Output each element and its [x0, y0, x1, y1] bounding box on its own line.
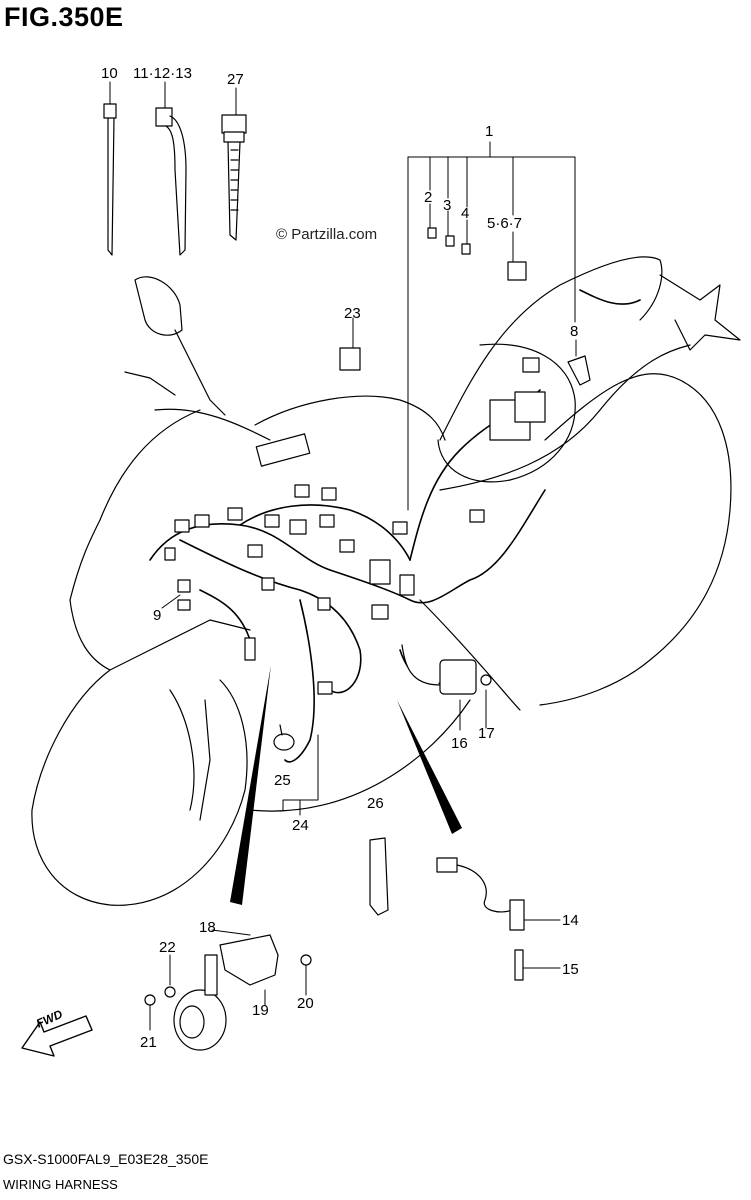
- callout-10: 10: [101, 65, 118, 82]
- callout-15: 15: [562, 961, 579, 978]
- callout-24: 24: [292, 817, 309, 834]
- callout-1: 1: [485, 123, 494, 140]
- horn-assembly: [144, 934, 312, 1051]
- fwd-arrow-shape: [21, 1015, 93, 1057]
- clamp-band-11-13: [155, 107, 187, 256]
- callout-21: 21: [140, 1034, 157, 1051]
- watermark-text: © Partzilla.com: [276, 226, 378, 243]
- regulator-16: [401, 644, 492, 695]
- callout-23: 23: [344, 305, 361, 322]
- callout-2: 2: [424, 189, 433, 206]
- callout-26: 26: [367, 795, 384, 812]
- pointer-horn: [230, 665, 271, 905]
- callout-5-6-7: 5·6·7: [487, 215, 523, 232]
- bracket-26: [369, 837, 389, 916]
- harness-connectors: [164, 357, 546, 695]
- callout-25: 25: [274, 772, 291, 789]
- callout-9: 9: [153, 607, 162, 624]
- callout-11-12-13: 11·12·13: [133, 65, 192, 82]
- callout-14: 14: [562, 912, 579, 929]
- grommet-25: [273, 724, 295, 751]
- callout-8: 8: [570, 323, 579, 340]
- callout-3: 3: [443, 197, 452, 214]
- callout-27: 27: [227, 71, 244, 88]
- clamp-27: [221, 114, 247, 241]
- callout-leaders: [109, 81, 577, 1031]
- motorcycle-outline: [31, 256, 741, 906]
- bracket-8: [567, 355, 591, 386]
- callout-19: 19: [252, 1002, 269, 1019]
- callout-18: 18: [199, 919, 216, 936]
- fuses-and-relay: [427, 227, 527, 281]
- pointer-sensor: [397, 700, 462, 834]
- callout-22: 22: [159, 939, 176, 956]
- sensor-14-15: [436, 857, 525, 981]
- model-code: GSX-S1000FAL9_E03E28_350E: [3, 1151, 209, 1167]
- callout-16: 16: [451, 735, 468, 752]
- clip-23: [339, 347, 361, 371]
- diagram-name: WIRING HARNESS: [3, 1177, 118, 1192]
- callout-20: 20: [297, 995, 314, 1012]
- cable-tie-10: [103, 103, 117, 256]
- callout-17: 17: [478, 725, 495, 742]
- main-harness: [149, 289, 641, 763]
- figure-title: FIG.350E: [4, 2, 124, 32]
- callout-4: 4: [461, 205, 470, 222]
